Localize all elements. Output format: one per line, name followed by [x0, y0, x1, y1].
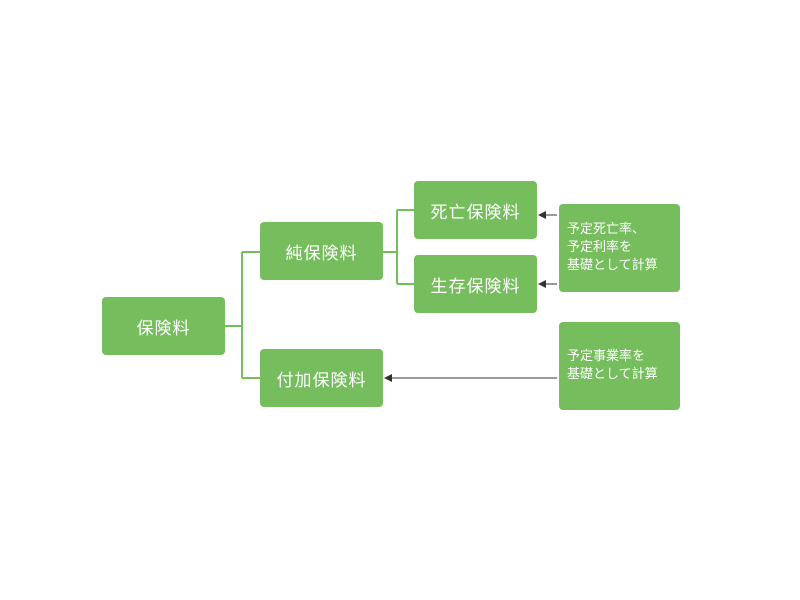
note-expense-rate: 予定事業率を 基礎として計算 [559, 322, 680, 410]
node-additional-premium: 付加保険料 [260, 349, 383, 407]
note-mortality-interest: 予定死亡率、 予定利率を 基礎として計算 [559, 204, 680, 292]
note-expense-rate-text: 予定事業率を 基礎として計算 [567, 349, 658, 382]
node-additional-premium-label: 付加保険料 [276, 370, 367, 391]
node-pure-premium: 純保険料 [260, 222, 383, 280]
node-pure-premium-label: 純保険料 [285, 243, 358, 264]
node-survival-premium-label: 生存保険料 [430, 276, 521, 297]
node-death-premium-label: 死亡保険料 [430, 202, 521, 223]
connector-root-branches [225, 251, 260, 379]
node-premium: 保険料 [102, 297, 225, 355]
node-survival-premium: 生存保険料 [414, 255, 537, 313]
node-death-premium: 死亡保険料 [414, 181, 537, 239]
connector-pure-branches [383, 209, 414, 285]
node-premium-label: 保険料 [136, 318, 191, 339]
note-mortality-interest-text: 予定死亡率、 予定利率を 基礎として計算 [567, 222, 658, 273]
